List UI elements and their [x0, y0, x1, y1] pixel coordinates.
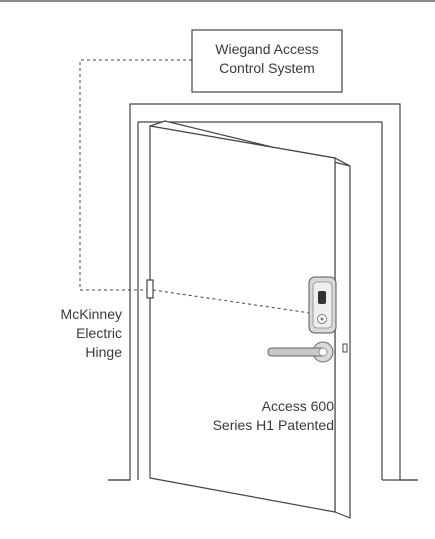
access-control-label-line2: Control System — [219, 60, 315, 76]
hinge-label-line1: McKinney — [60, 306, 122, 322]
access-control-label-line1: Wiegand Access — [215, 41, 319, 57]
door-edge — [334, 157, 351, 519]
hinge-label-line3: Hinge — [85, 344, 122, 360]
access-control-box — [191, 29, 343, 93]
door-frame-inner — [137, 121, 383, 480]
door-wire — [152, 289, 311, 314]
access-control-label: Wiegand Access Control System — [192, 40, 342, 78]
door-face — [149, 125, 336, 513]
door-panel — [149, 120, 351, 519]
latch-icon — [342, 343, 348, 353]
hinge-label-line2: Electric — [76, 325, 122, 341]
lockset-label-line2: Series H1 Patented — [212, 417, 334, 433]
lockset-label: Access 600 Series H1 Patented — [160, 397, 334, 435]
keypad-lock-icon — [308, 276, 337, 334]
lockset-label-line1: Access 600 — [261, 398, 334, 414]
lever-handle-icon — [267, 341, 334, 363]
electric-hinge-icon — [146, 279, 154, 299]
control-wire — [79, 59, 192, 291]
hinge-label: McKinney Electric Hinge — [30, 305, 122, 362]
